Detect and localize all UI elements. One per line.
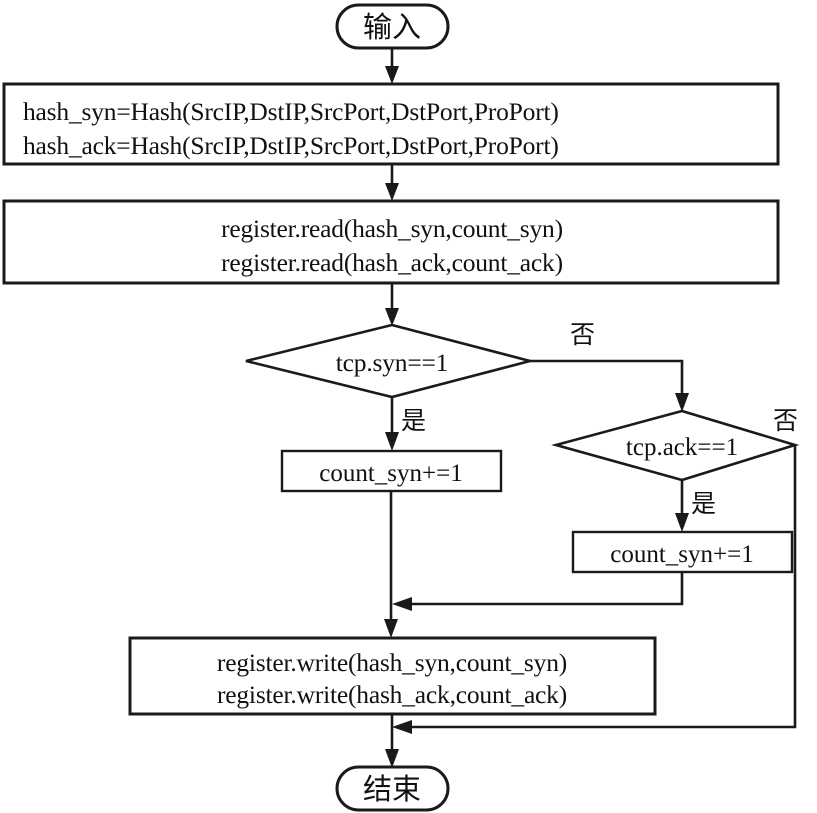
node-decision-syn: tcp.syn==1: [245, 323, 536, 399]
node-read: register.read(hash_syn,count_syn) regist…: [2, 199, 780, 285]
arrow-head-icon: [384, 619, 398, 638]
arrow-head-icon: [385, 66, 399, 84]
edge-label-syn-no: 否: [570, 320, 595, 349]
arrow-head-icon: [385, 749, 399, 768]
edge-decision-ack-yes: 是: [675, 480, 716, 532]
hash-box-shape: [2, 82, 780, 166]
edge-label-syn-yes: 是: [401, 406, 426, 435]
edge-line: [405, 445, 797, 729]
edge-start-to-hash: [385, 48, 399, 84]
arrow-head-icon: [385, 432, 399, 451]
write-line-2: register.write(hash_ack,count_ack): [217, 680, 567, 709]
arrow-head-icon: [385, 183, 399, 201]
arrow-head-icon: [392, 720, 412, 734]
node-hash: hash_syn=Hash(SrcIP,DstIP,SrcPort,DstPor…: [2, 82, 780, 166]
edge-read-to-decision-syn: [385, 283, 399, 326]
node-write: register.write(hash_syn,count_syn) regis…: [128, 636, 657, 716]
end-label: 结束: [363, 772, 421, 806]
edge-line: [530, 359, 684, 401]
decision-syn-label: tcp.syn==1: [336, 348, 448, 377]
decision-ack-label: tcp.ack==1: [626, 434, 738, 461]
edge-decision-ack-no: 否: [392, 406, 798, 734]
incr-right-label: count_syn+=1: [610, 541, 753, 568]
start-label: 输入: [363, 10, 421, 44]
arrow-head-icon: [675, 393, 689, 412]
incr-right-box-shape: [571, 530, 794, 574]
edge-decision-syn-yes: 是: [385, 397, 426, 451]
end-terminator-shape: [335, 765, 450, 812]
edge-label-ack-yes: 是: [691, 489, 716, 518]
write-box-shape: [128, 636, 657, 716]
node-end: 结束: [335, 765, 450, 812]
edge-incr-right-to-merge: [392, 572, 684, 611]
edge-incr-left-to-write: [384, 491, 398, 638]
arrow-head-icon: [675, 513, 689, 532]
node-incr-left: count_syn+=1: [280, 449, 503, 493]
edge-line: [405, 572, 684, 606]
node-incr-right: count_syn+=1: [571, 530, 794, 574]
edge-decision-syn-no: 否: [530, 320, 689, 412]
node-start: 输入: [335, 3, 450, 50]
edge-label-ack-no: 否: [773, 406, 798, 435]
incr-left-label: count_syn+=1: [319, 460, 462, 487]
write-line-1: register.write(hash_syn,count_syn): [217, 648, 567, 677]
read-line-2: register.read(hash_ack,count_ack): [221, 248, 563, 277]
arrow-head-icon: [392, 597, 412, 611]
node-decision-ack: tcp.ack==1: [551, 409, 800, 482]
arrow-head-icon: [385, 308, 399, 326]
hash-line-1: hash_syn=Hash(SrcIP,DstIP,SrcPort,DstPor…: [23, 97, 559, 126]
read-line-1: register.read(hash_syn,count_syn): [221, 214, 563, 243]
edge-write-to-end: [385, 714, 399, 768]
hash-line-2: hash_ack=Hash(SrcIP,DstIP,SrcPort,DstPor…: [23, 131, 559, 160]
edge-hash-to-read: [385, 164, 399, 201]
